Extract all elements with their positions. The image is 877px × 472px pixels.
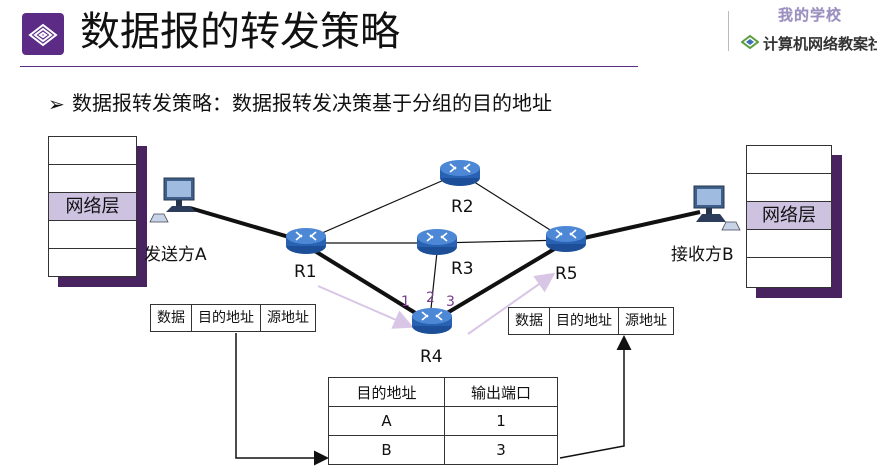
- table-row: A 1: [328, 406, 558, 436]
- forwarding-table: 目的地址 输出端口 A 1 B 3: [328, 377, 558, 465]
- link-r2-r5: [459, 172, 567, 241]
- router-r2-label: R2: [451, 197, 474, 217]
- link-r5-b: [565, 210, 701, 244]
- packet-field-destination: 目的地址: [192, 305, 261, 331]
- stack-layer: [49, 137, 136, 165]
- link-r1-r2: [305, 172, 461, 241]
- stack-layer: [747, 146, 831, 174]
- flow-arrow-out-r4: [467, 272, 556, 335]
- packet-field-data: 数据: [151, 305, 192, 331]
- router-r5-label: R5: [555, 264, 578, 284]
- packet-to-table-arrow: [235, 333, 329, 466]
- table-header-row: 目的地址 输出端口: [328, 377, 558, 407]
- packet-left: 数据 目的地址 源地址: [150, 304, 316, 332]
- router-r5-icon: [546, 226, 586, 252]
- stack-layer: [49, 249, 136, 277]
- link-r3-r5: [436, 239, 567, 244]
- table-cell-destination: A: [328, 406, 445, 436]
- link-r4-r5: [430, 240, 568, 324]
- router-r3-label: R3: [451, 259, 474, 279]
- sender-label: 发送方A: [144, 245, 207, 265]
- stack-layer: [49, 165, 136, 193]
- packet-field-source: 源地址: [625, 313, 667, 329]
- page-title: 数据报的转发策略: [80, 9, 400, 55]
- packet-field-destination: 目的地址: [550, 308, 619, 334]
- router-r1-label: R1: [294, 262, 317, 282]
- stack-layer: [747, 230, 831, 258]
- packet-right: 数据 目的地址 源地址: [508, 307, 674, 335]
- receiver-computer-icon: [693, 185, 741, 231]
- packet-field-source: 源地址: [267, 310, 309, 326]
- logo-divider: [728, 11, 729, 51]
- table-cell-port: 3: [444, 435, 558, 465]
- link-r1-r4: [308, 246, 432, 324]
- port-2-label: 2: [426, 290, 435, 306]
- router-r2-icon: [440, 160, 480, 186]
- table-row: B 3: [328, 435, 558, 465]
- table-header-destination: 目的地址: [328, 377, 445, 407]
- subtitle: 数据报转发策略：数据报转发决策基于分组的目的地址: [72, 91, 552, 115]
- receiver-label: 接收方B: [671, 245, 734, 265]
- title-divider: [20, 66, 638, 67]
- sender-network-layer: 网络层: [49, 193, 136, 221]
- router-r1-icon: [286, 228, 326, 254]
- publisher-logo-text: 计算机网络教案社: [763, 35, 877, 53]
- sender-protocol-stack: 网络层: [48, 136, 137, 277]
- bullet-arrow-icon: ➢: [48, 92, 65, 116]
- router-r3-icon: [417, 229, 457, 255]
- stack-layer: [747, 258, 831, 286]
- title-logo-icon: [22, 13, 64, 55]
- packet-field-data: 数据: [509, 308, 550, 334]
- receiver-network-layer: 网络层: [747, 202, 831, 230]
- port-3-label: 3: [446, 294, 455, 310]
- port-1-label: 1: [401, 294, 410, 310]
- sender-computer-icon: [149, 177, 196, 223]
- receiver-protocol-stack: 网络层: [746, 145, 832, 288]
- flow-arrow-into-r4: [317, 285, 414, 329]
- publisher-logo-icon: [741, 34, 759, 50]
- router-r4-icon: [412, 308, 452, 334]
- table-cell-destination: B: [328, 435, 445, 465]
- stack-layer: [49, 221, 136, 249]
- table-header-port: 输出端口: [444, 377, 558, 407]
- school-logo-badge: 我的学校: [778, 6, 843, 24]
- router-r4-label: R4: [420, 347, 443, 367]
- stack-layer: [747, 174, 831, 202]
- link-r3-r4: [429, 251, 438, 319]
- table-cell-port: 1: [444, 406, 558, 436]
- table-to-packet-arrow: [559, 335, 632, 459]
